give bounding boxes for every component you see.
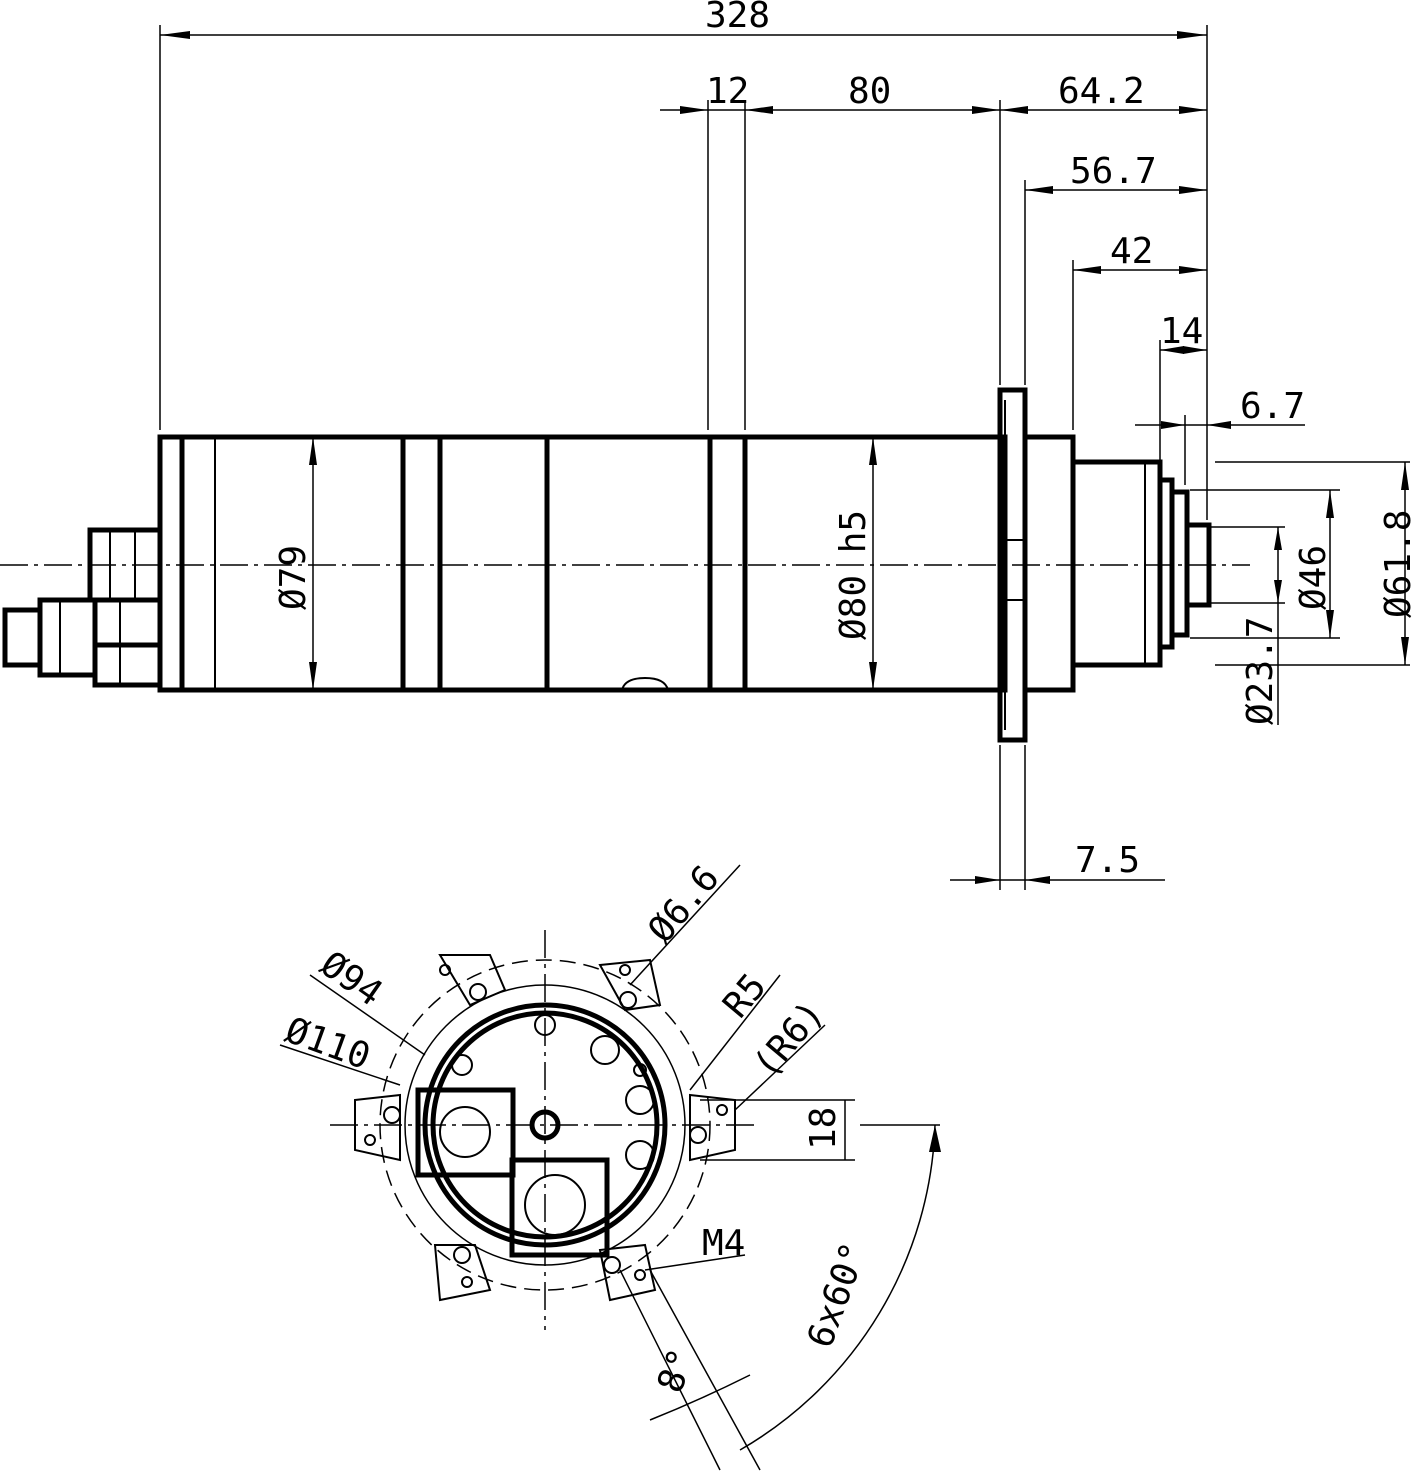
mounting-lugs [354, 954, 736, 1302]
dim-m4: M4 [702, 1223, 745, 1264]
dim-dia94: Ø94 [313, 944, 390, 1015]
dim-dia23-7: Ø23.7 [1240, 617, 1281, 725]
dim-56-7: 56.7 [1070, 151, 1157, 192]
dim-14: 14 [1160, 311, 1203, 352]
dim-dia79: Ø79 [273, 545, 314, 610]
dim-80: 80 [848, 71, 891, 112]
dim-dia80h5: Ø80 h5 [833, 510, 874, 640]
dim-64-2: 64.2 [1058, 71, 1145, 112]
dim-12: 12 [706, 71, 749, 112]
connector-2 [509, 1157, 610, 1258]
dim-dia110: Ø110 [280, 1010, 375, 1078]
dim-r5: R5 [715, 966, 774, 1026]
holes [364, 964, 728, 1288]
dim-overall-length: 328 [705, 0, 770, 36]
end-view: Ø6.6 Ø94 Ø110 R5 (R6) 18 M4 6x60° 8° [279, 858, 941, 1471]
connector-1 [415, 1087, 516, 1178]
dim-dia46: Ø46 [1293, 545, 1334, 610]
dim-18: 18 [803, 1107, 844, 1150]
dim-7-5: 7.5 [1075, 840, 1140, 881]
dim-6-7: 6.7 [1240, 386, 1305, 427]
side-view: 328 12 80 64.2 56.7 42 14 6.7 7.5 Ø79 Ø8… [0, 0, 1417, 890]
connector-assembly [2, 527, 163, 688]
dim-dia61-8: Ø61.8 [1378, 510, 1417, 618]
dim-42: 42 [1110, 231, 1153, 272]
dim-dia6-6: Ø6.6 [640, 858, 727, 951]
